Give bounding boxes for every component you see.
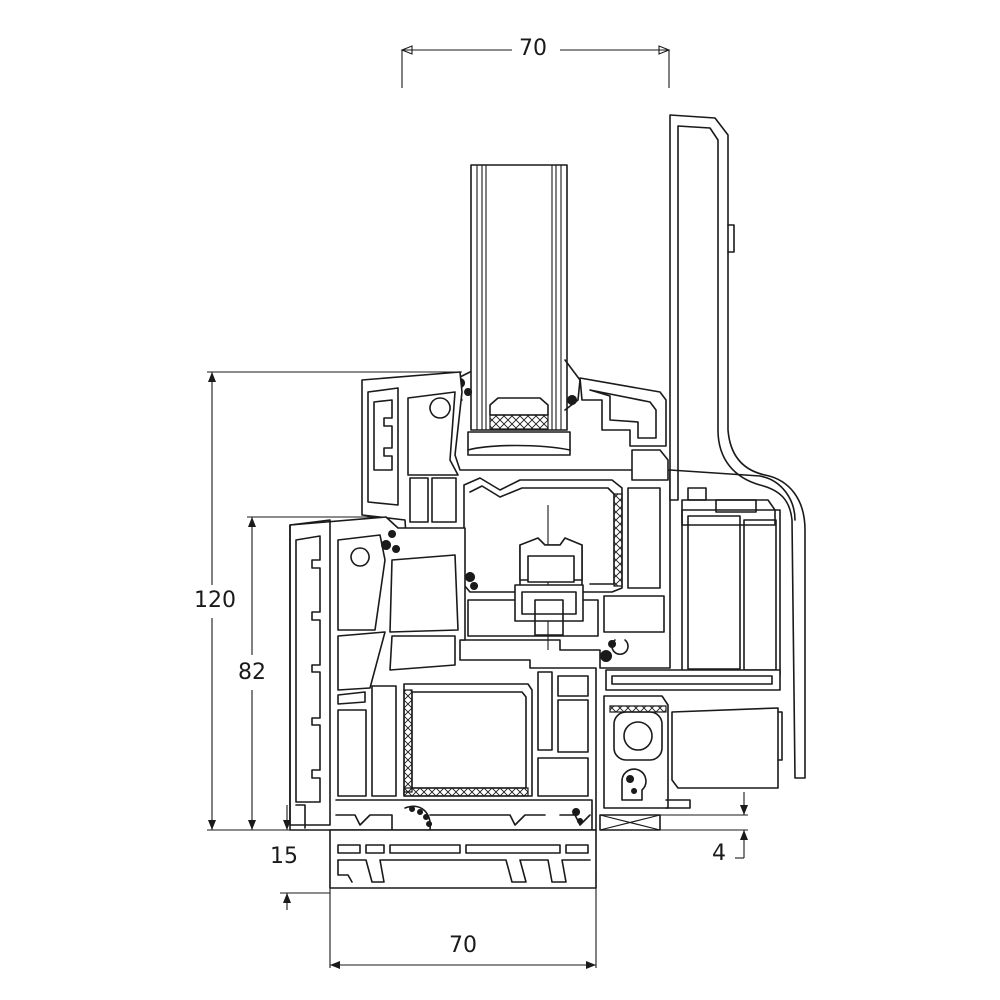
shutter-box	[599, 114, 806, 831]
dimension-top-width: 70	[519, 36, 547, 61]
glazing-unit	[467, 164, 571, 456]
dimension-lines	[207, 45, 748, 969]
base-profile	[329, 829, 597, 889]
frame-profile	[289, 516, 597, 831]
dimension-bottom-width: 70	[449, 933, 477, 958]
centre-hardware	[465, 505, 584, 650]
dimension-left-bottom-offset: 15	[270, 844, 298, 869]
dimension-left-outer-height: 120	[194, 588, 236, 613]
dimension-left-inner-height: 82	[238, 660, 266, 685]
glazing-beads	[451, 359, 667, 447]
dimension-right-bottom-offset: 4	[712, 841, 726, 866]
